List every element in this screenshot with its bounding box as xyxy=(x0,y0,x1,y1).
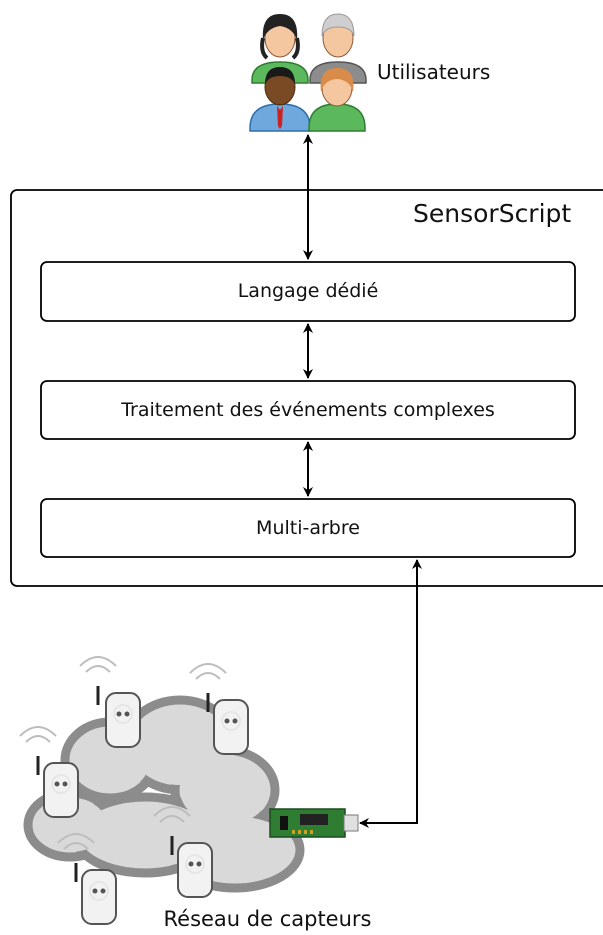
usb-board-icon xyxy=(269,808,359,838)
user-woman-2-icon xyxy=(308,68,366,132)
layer-box-cep xyxy=(40,380,576,440)
system-title: SensorScript xyxy=(413,199,572,228)
layer-label-dsl: Langage dédié xyxy=(237,280,379,302)
layer-label-multitree: Multi-arbre xyxy=(256,517,360,539)
sensor-node-icon xyxy=(43,692,249,925)
layer-box-multitree xyxy=(40,498,576,558)
users-group-icon xyxy=(249,13,367,132)
sensor-cloud-icon xyxy=(19,656,359,925)
user-man-icon xyxy=(249,67,311,132)
layer-label-cep: Traitement des événements complexes xyxy=(121,399,495,421)
layer-box-dsl xyxy=(40,261,576,322)
users-label: Utilisateurs xyxy=(377,60,491,84)
network-label: Réseau de capteurs xyxy=(163,907,372,931)
arrow-network-multitree xyxy=(359,559,422,828)
